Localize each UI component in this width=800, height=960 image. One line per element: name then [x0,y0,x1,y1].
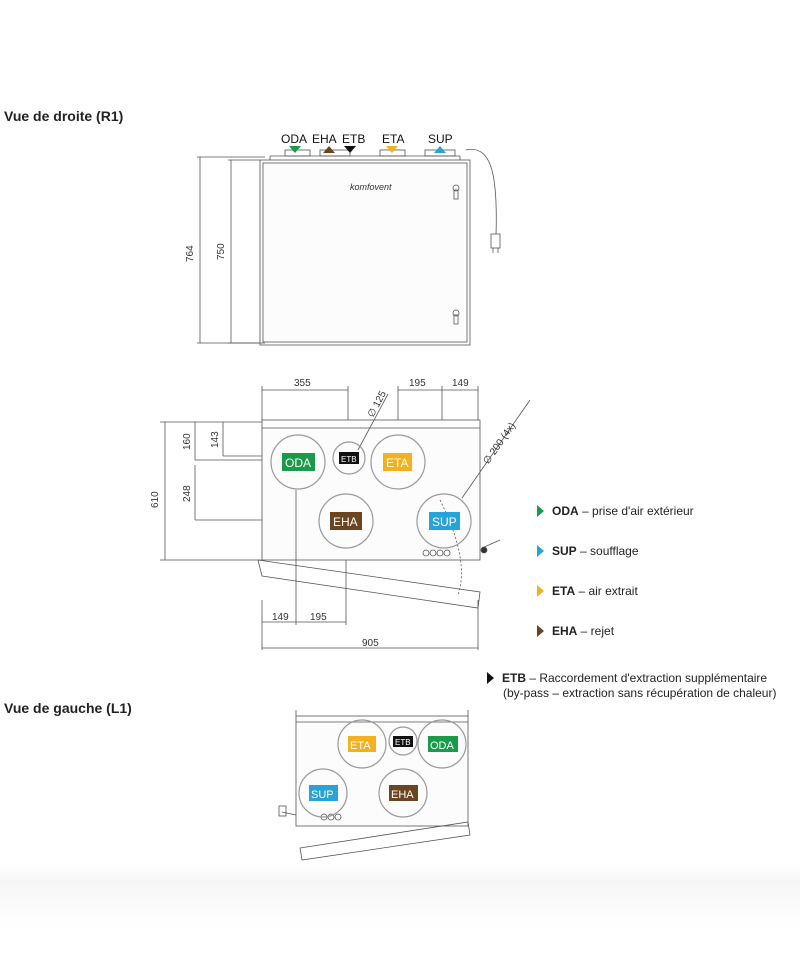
port-eta-l1: ETA [350,740,371,752]
etb-arrow [344,146,356,153]
triangle-icon [487,672,494,684]
dim-905: 905 [362,638,379,649]
dim-149-bottom: 149 [272,612,289,623]
triangle-icon [537,625,544,637]
legend-item-eha: EHA – rejet [537,624,614,639]
label-eha: EHA [312,132,337,146]
right-view-title: Vue de droite (R1) [4,108,124,124]
plug-icon [278,805,287,817]
triangle-icon [537,505,544,517]
dim-149-top: 149 [452,378,469,389]
right-side-view [160,386,531,650]
eta-arrow [386,146,398,153]
bottom-fade [0,862,800,960]
port-oda: ODA [285,456,311,470]
port-oda-l1: ODA [430,740,455,752]
lock-handle-icon [452,309,460,325]
dim-160: 160 [182,433,193,450]
dim-750: 750 [216,243,227,260]
dim-diam-125: ∅ 125 [366,389,389,419]
dim-248: 248 [182,485,193,502]
port-etb: ETB [341,455,357,464]
lock-handle-icon [452,184,460,200]
front-view [197,148,501,346]
brand-logo: komfovent [350,182,392,192]
label-oda: ODA [281,132,307,146]
triangle-icon [537,545,544,557]
dim-195-top: 195 [409,378,426,389]
port-eta: ETA [386,456,408,470]
dim-764: 764 [185,245,196,262]
port-etb-l1: ETB [395,738,411,747]
label-eta: ETA [382,132,404,146]
dim-143: 143 [210,431,221,448]
legend-item-oda: ODA – prise d'air extérieur [537,504,694,519]
dim-195-bottom: 195 [310,612,327,623]
power-cable [465,148,497,236]
label-etb: ETB [342,132,365,146]
port-sup: SUP [432,515,457,529]
legend-item-etb: ETB – Raccordement d'extraction suppléme… [487,671,776,701]
label-sup: SUP [428,132,453,146]
dim-610: 610 [150,491,161,508]
dim-diam-200: ∅ 200 (4x) [481,421,518,467]
dim-355: 355 [294,378,311,389]
eha-arrow [323,146,335,153]
power-plug-icon [490,233,501,253]
triangle-icon [537,585,544,597]
port-eha: EHA [333,515,358,529]
legend-item-eta: ETA – air extrait [537,584,638,599]
left-side-view [278,710,471,861]
sup-arrow [434,146,446,153]
legend-item-sup: SUP – soufflage [537,544,639,559]
oda-arrow [289,146,301,153]
port-sup-l1: SUP [311,789,334,801]
plug-icon [480,546,488,554]
port-eha-l1: EHA [391,789,414,801]
left-view-title: Vue de gauche (L1) [4,700,132,716]
